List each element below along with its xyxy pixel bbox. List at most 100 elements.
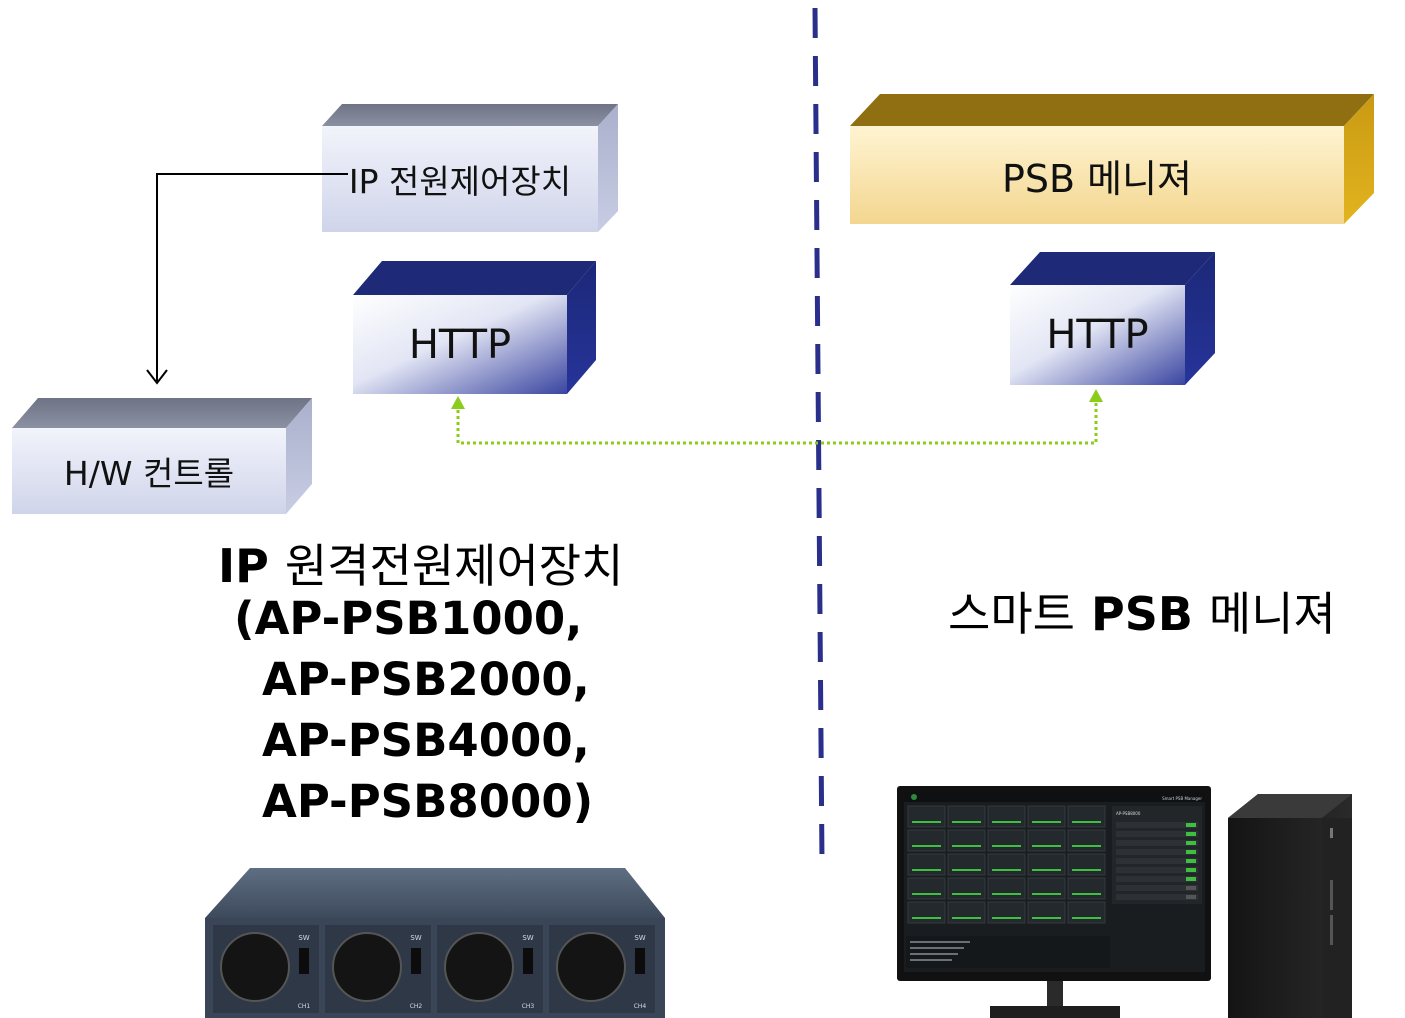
status-led-strip: [952, 845, 981, 847]
switch-label: SW: [634, 934, 645, 942]
status-led-strip: [952, 821, 981, 823]
device-tile: [1067, 805, 1106, 828]
status-led-strip: [992, 821, 1021, 823]
ip-power-control-box: [322, 104, 618, 232]
device-tile: [907, 805, 946, 828]
log-line: [910, 953, 958, 955]
http-box-right: [1010, 252, 1215, 385]
toggle-icon: [1186, 877, 1196, 881]
panel-row: [1116, 858, 1198, 864]
device-tile: [947, 829, 986, 852]
http-link: [451, 389, 1103, 445]
model-line-1: (AP-PSB1000,: [234, 592, 583, 645]
status-led-strip: [992, 869, 1021, 871]
status-led-strip: [952, 869, 981, 871]
device-tile: [1067, 877, 1106, 900]
ip-power-control-label: IP 전원제어장치: [348, 162, 572, 201]
http-box-left: [353, 261, 596, 394]
power-switch-icon: [411, 948, 421, 974]
log-line: [910, 947, 964, 949]
device-tile: [907, 829, 946, 852]
right-title-pre: 스마트: [948, 587, 1075, 641]
device-tile: [987, 805, 1026, 828]
device-tile: [987, 853, 1026, 876]
status-led-strip: [1032, 821, 1061, 823]
psb-manager-label: PSB 메니져: [1001, 156, 1193, 201]
model-line-4: AP-PSB8000): [262, 775, 594, 828]
panel-title: AP-PSB8000: [1116, 811, 1141, 816]
control-arrow: [156, 173, 348, 381]
toggle-icon: [1186, 841, 1196, 845]
device-tile: [1067, 829, 1106, 852]
log-line: [910, 959, 952, 961]
power-switch-icon: [299, 948, 309, 974]
http-label-right: HTTP: [1046, 312, 1149, 358]
status-led-strip: [952, 893, 981, 895]
panel-row: [1116, 894, 1198, 900]
device-tile: [947, 877, 986, 900]
socket-icon: [332, 932, 402, 1002]
switch-label: SW: [298, 934, 309, 942]
status-led-strip: [1072, 821, 1101, 823]
right-manager-title: 스마트 PSB 메니져: [948, 578, 1336, 644]
switch-label: SW: [522, 934, 533, 942]
http-label-left: HTTP: [408, 321, 512, 368]
control-arrow-head: [146, 369, 168, 385]
panel-row: [1116, 867, 1198, 873]
device-tile: [1027, 853, 1066, 876]
channel-label: CH2: [410, 1003, 423, 1010]
toggle-icon: [1186, 832, 1196, 836]
toggle-icon: [1186, 859, 1196, 863]
device-tile: [907, 877, 946, 900]
device-tile: [947, 901, 986, 924]
device-tile: [1027, 805, 1066, 828]
status-led-strip: [912, 893, 941, 895]
monitor-stand: [1047, 981, 1063, 1008]
status-led-strip: [1072, 917, 1101, 919]
left-title-ip: IP: [218, 539, 269, 593]
power-switch-icon: [635, 948, 645, 974]
status-led-strip: [1072, 893, 1101, 895]
panel-row: [1116, 840, 1198, 846]
left-device-title: IP 원격전원제어장치: [218, 530, 623, 596]
device-tile: [1027, 901, 1066, 924]
right-title-psb: PSB: [1090, 587, 1193, 641]
model-line-2: AP-PSB2000,: [262, 653, 590, 706]
toggle-icon: [1186, 868, 1196, 872]
outlet-2: SW CH2: [325, 925, 431, 1013]
toggle-icon: [1186, 823, 1196, 827]
pc-workstation: Smart PSB Manager AP-PSB8000: [897, 786, 1352, 1018]
status-led-strip: [912, 869, 941, 871]
toggle-icon: [1186, 895, 1196, 899]
status-led-strip: [992, 893, 1021, 895]
device-tile: [987, 877, 1026, 900]
status-led-strip: [1032, 893, 1061, 895]
status-led-strip: [1072, 869, 1101, 871]
status-led-strip: [912, 845, 941, 847]
switch-label: SW: [410, 934, 421, 942]
toggle-icon: [1186, 850, 1196, 854]
panel-row: [1116, 849, 1198, 855]
socket-icon: [556, 932, 626, 1002]
device-tile: [1027, 829, 1066, 852]
pc-tower: [1228, 794, 1352, 1018]
status-led-strip: [912, 917, 941, 919]
socket-icon: [220, 932, 290, 1002]
vertical-divider: [812, 7, 825, 863]
status-led-strip: [992, 917, 1021, 919]
status-led-strip: [1032, 917, 1061, 919]
channel-label: CH1: [298, 1003, 311, 1010]
channel-label: CH3: [522, 1003, 535, 1010]
device-tile: [987, 901, 1026, 924]
device-tile: [1067, 853, 1106, 876]
right-title-post: 메니져: [1208, 587, 1336, 641]
device-tile: [987, 829, 1026, 852]
log-line: [910, 941, 970, 943]
panel-row: [1116, 885, 1198, 891]
status-led-strip: [1072, 845, 1101, 847]
panel-row: [1116, 822, 1198, 828]
device-tile: [947, 805, 986, 828]
outlet-1: SW CH1: [213, 925, 319, 1013]
